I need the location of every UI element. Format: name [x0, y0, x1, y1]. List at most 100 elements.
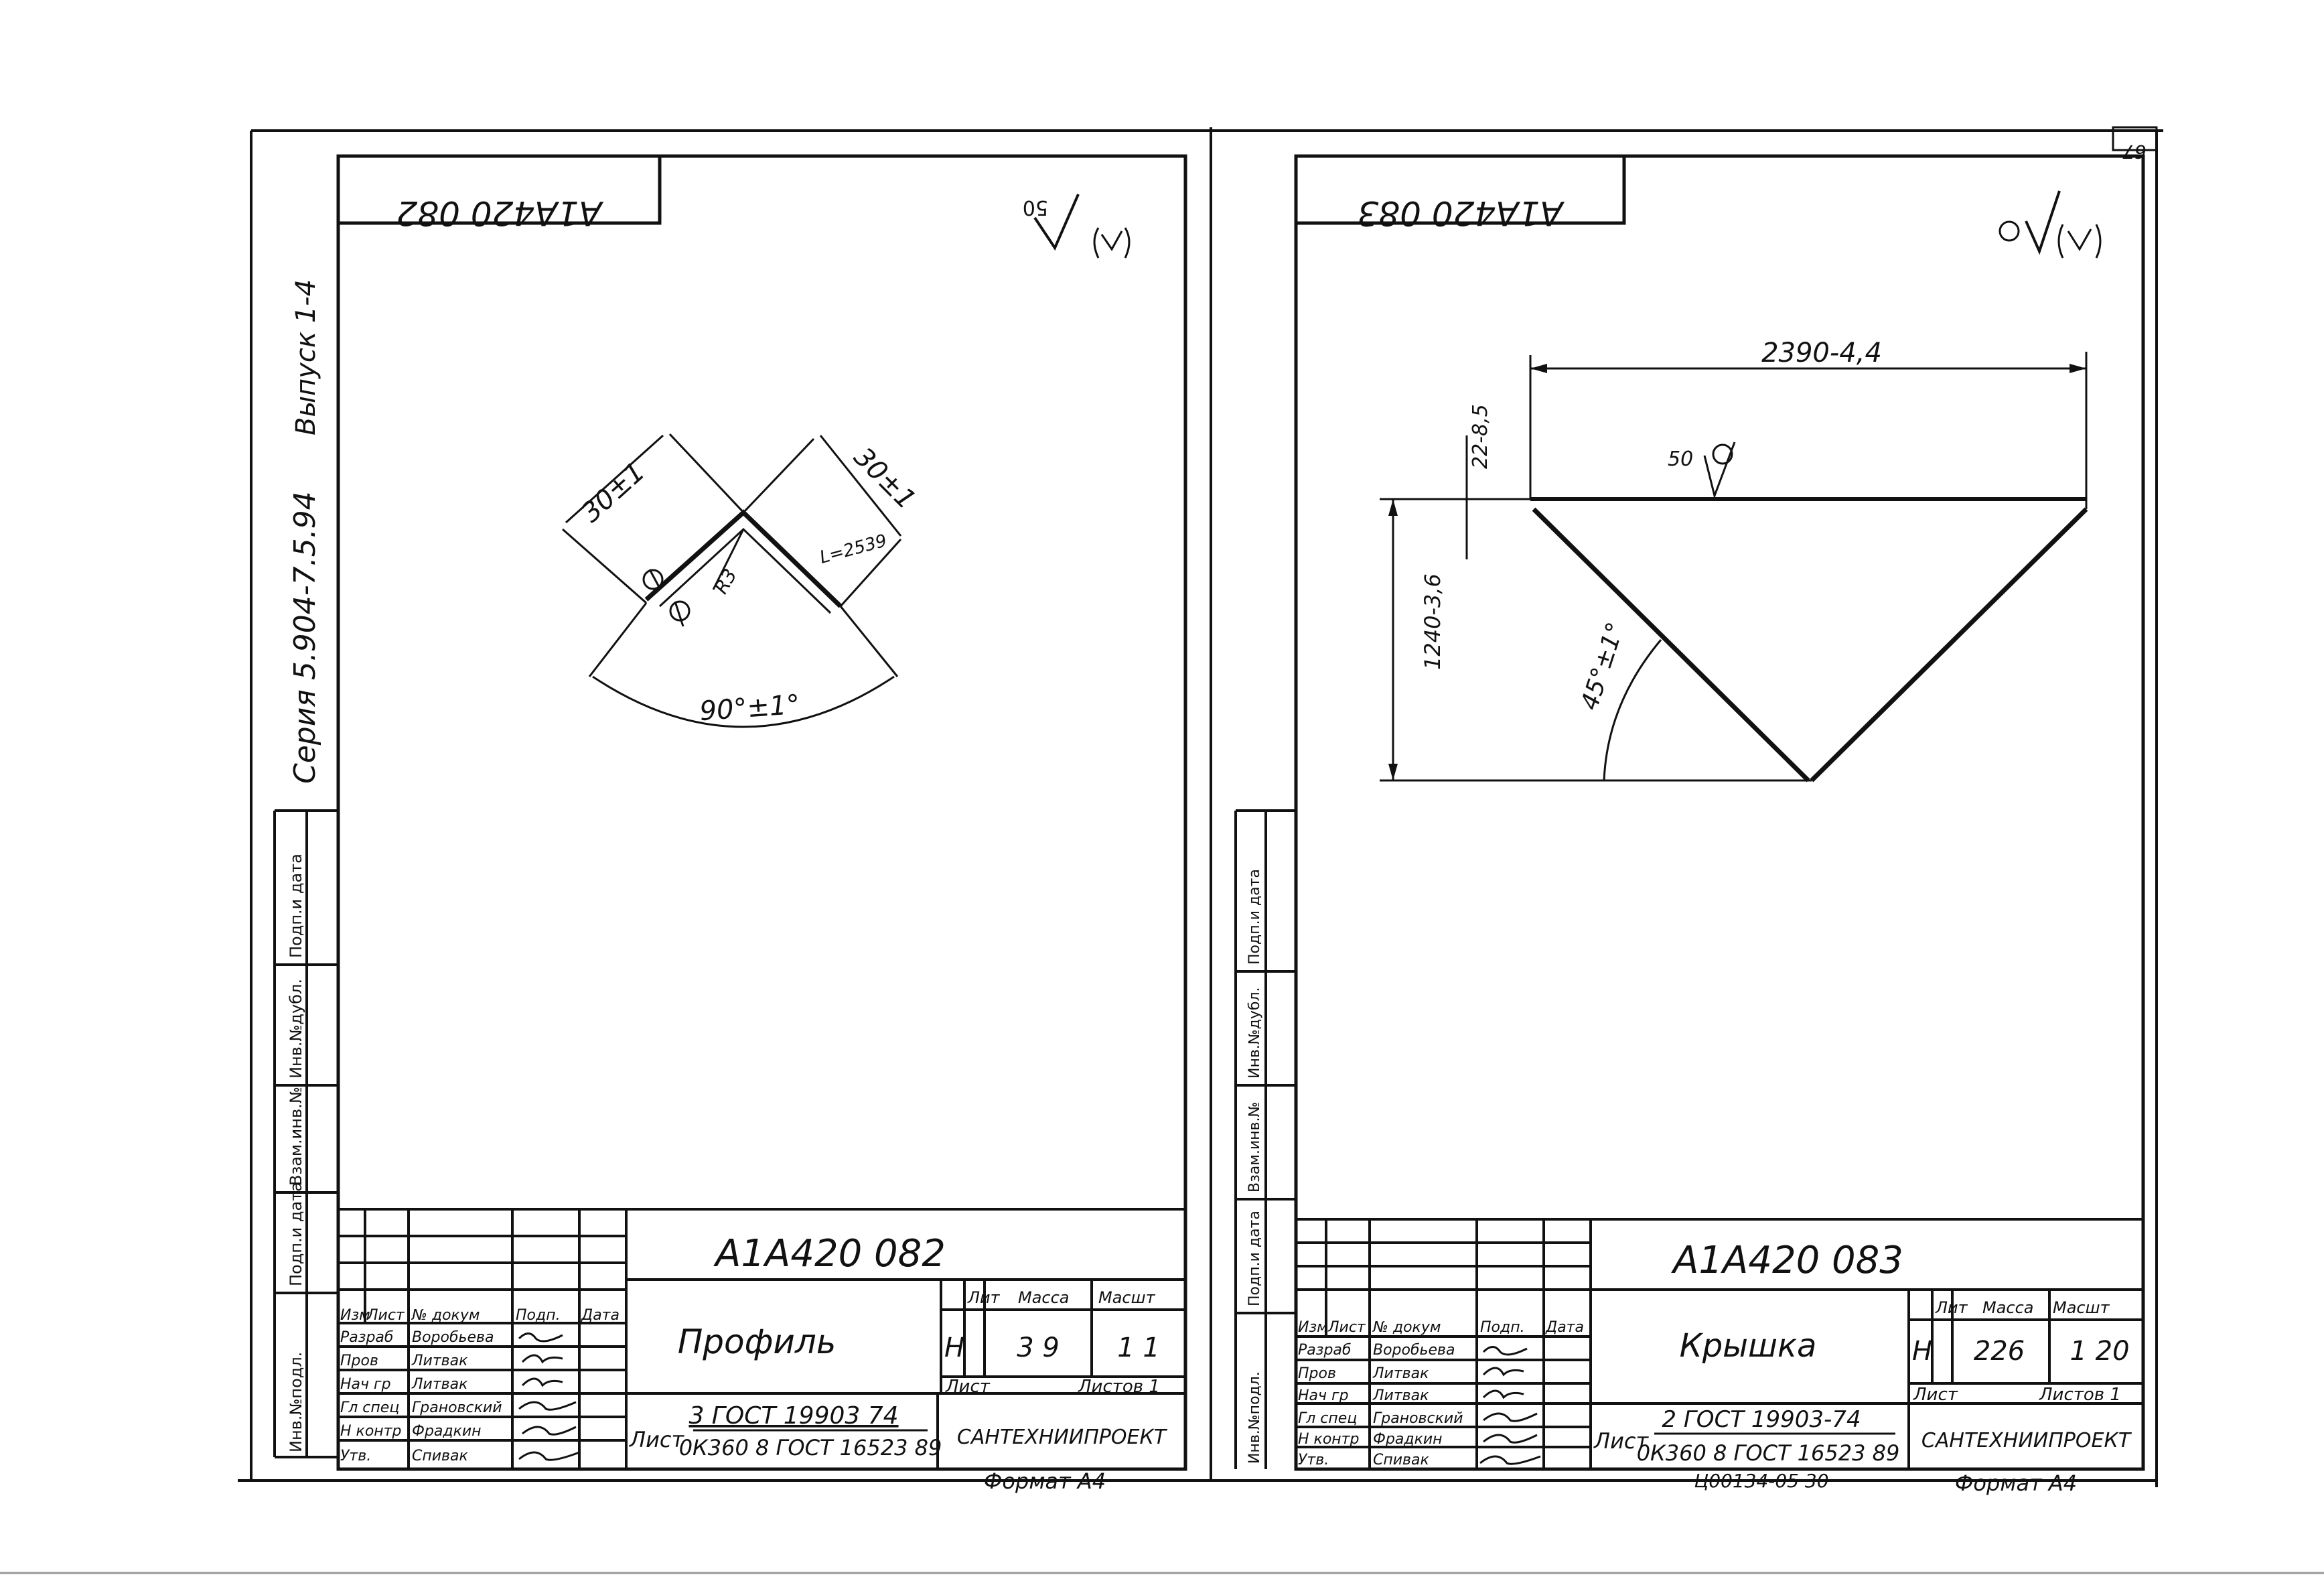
left-mass-label: Масса — [1018, 1288, 1070, 1307]
left-hdr-sign: Подп. — [516, 1307, 561, 1324]
left-hdr-izm: Изм — [340, 1307, 370, 1324]
dim-height: 1240-3,6 — [1420, 573, 1445, 670]
left-person-4: Грановский — [412, 1399, 502, 1416]
right-roughness-value: 50 — [1668, 448, 1693, 471]
left-side-label-1: Инв.№подл. — [287, 1352, 305, 1452]
left-signatures — [518, 1332, 580, 1461]
right-sheet: А1А420 083 Подп.и дата Инв.№дубл. Взам.и… — [1234, 154, 2145, 1496]
right-role-3: Нач гр — [1298, 1387, 1349, 1404]
right-person-5: Фрадкин — [1373, 1431, 1443, 1448]
left-role-4: Гл спец — [340, 1399, 399, 1416]
right-lit-value: Н — [1912, 1336, 1932, 1367]
left-mass-value: 3 9 — [1017, 1332, 1060, 1363]
cover-drawing: 2390-4,4 22-8,5 1240-3,6 50 45°±1° — [1380, 338, 2088, 782]
right-role-2: Пров — [1298, 1365, 1336, 1382]
left-org: САНТЕХНИИПРОЕКТ — [957, 1426, 1168, 1449]
left-role-2: Пров — [340, 1353, 378, 1369]
left-role-5: Н контр — [340, 1423, 401, 1440]
right-side-label-2: Подп.и дата — [1246, 1211, 1263, 1306]
right-hdr-izm: Изм — [1298, 1319, 1328, 1336]
angle-profile-drawing: 30±1 30±1 L=2539 R3 90°±1° — [562, 433, 922, 728]
right-person-6: Спивак — [1373, 1452, 1429, 1468]
left-roughness-value: 50 — [1023, 196, 1048, 219]
dim-leg-1: 30±1 — [576, 456, 651, 529]
right-role-4: Гл спец — [1298, 1410, 1357, 1427]
right-material-line1: 2 ГОСТ 19903-74 — [1662, 1406, 1861, 1433]
left-part-name: Профиль — [678, 1322, 837, 1361]
right-designation: А1А420 083 — [1671, 1239, 1903, 1282]
dim-angle-45: 45°±1° — [1576, 619, 1630, 713]
right-person-2: Литвак — [1372, 1365, 1429, 1382]
left-role-6: Утв. — [340, 1448, 371, 1464]
right-roughness-top — [1999, 190, 2102, 259]
left-material-line2: 0К360 8 ГОСТ 16523 89 — [679, 1435, 942, 1460]
left-material-line1: 3 ГОСТ 19903 74 — [688, 1402, 898, 1430]
left-roughness-mark: 50 — [1023, 194, 1131, 259]
left-side-label-5: Подп.и дата — [287, 853, 305, 958]
left-title-block-frame — [338, 1208, 1185, 1469]
right-hdr-sign: Подп. — [1480, 1319, 1525, 1336]
left-person-3: Литвак — [411, 1376, 468, 1393]
left-person-5: Фрадкин — [412, 1423, 482, 1440]
dim-radius: R3 — [710, 565, 741, 598]
right-material-line2: 0К360 8 ГОСТ 16523 89 — [1637, 1440, 1900, 1466]
left-hdr-list: Лист — [366, 1307, 405, 1324]
right-mass-value: 226 — [1974, 1336, 2025, 1367]
dim-leg-2: 30±1 — [848, 441, 922, 515]
left-side-label-3: Взам.инв.№ — [287, 1087, 305, 1186]
right-list-label: Лист — [1593, 1428, 1649, 1454]
left-lit-value: Н — [944, 1332, 964, 1363]
right-side-label-1: Инв.№подл. — [1246, 1371, 1263, 1464]
issue-label: Выпуск 1-4 — [291, 279, 321, 435]
outer-frame — [238, 127, 2163, 1487]
left-format: Формат А4 — [984, 1468, 1106, 1494]
right-signatures — [1479, 1346, 1541, 1465]
right-part-name: Крышка — [1680, 1327, 1817, 1365]
left-side-label-4: Инв.№дубл. — [287, 979, 305, 1079]
left-person-2: Литвак — [411, 1353, 468, 1369]
left-side-label-2: Подп.и дата — [287, 1182, 305, 1286]
series-label: Серия 5.904-7.5.94 — [288, 491, 322, 784]
right-mass-label: Масса — [1982, 1298, 2034, 1317]
left-side-strip — [273, 809, 338, 1458]
left-role-3: Нач гр — [340, 1376, 391, 1393]
left-code-flipped: А1А420 082 — [396, 194, 604, 232]
right-stamp: Ц00134-05 30 — [1694, 1470, 1828, 1492]
left-hdr-doc: № докум — [411, 1307, 480, 1324]
left-sheets-label: Листов 1 — [1078, 1377, 1160, 1397]
right-scale-value: 1 20 — [2069, 1336, 2129, 1367]
right-person-3: Литвак — [1372, 1387, 1429, 1404]
left-scale-label: Масшт — [1098, 1288, 1156, 1307]
right-role-1: Разраб — [1298, 1342, 1351, 1359]
right-role-5: Н контр — [1298, 1431, 1359, 1448]
dim-width: 2390-4,4 — [1761, 338, 1882, 368]
left-person-6: Спивак — [412, 1448, 468, 1464]
left-sheet: А1А420 082 50 Серия 5.904-7.5.94 Выпуск … — [273, 154, 1187, 1494]
right-side-label-4: Инв.№дубл. — [1246, 987, 1263, 1079]
left-sheet-label: Лист — [945, 1377, 991, 1397]
right-format: Формат А4 — [1955, 1470, 2077, 1496]
left-role-1: Разраб — [340, 1329, 393, 1346]
left-person-1: Воробьева — [412, 1329, 494, 1346]
right-title-block-frame — [1296, 1218, 2143, 1469]
left-lit-label: Лит — [967, 1288, 1001, 1307]
right-person-1: Воробьева — [1373, 1342, 1455, 1359]
right-side-label-5: Подп.и дата — [1246, 869, 1263, 965]
left-hdr-date: Дата — [581, 1307, 620, 1324]
dim-thickness: 22-8,5 — [1469, 404, 1492, 469]
dim-length: L=2539 — [818, 531, 889, 567]
right-person-4: Грановский — [1373, 1410, 1463, 1427]
dim-angle: 90°±1° — [699, 689, 801, 727]
left-designation: А1А420 082 — [713, 1232, 946, 1276]
right-sheet-label: Лист — [1913, 1385, 1958, 1405]
right-hdr-doc: № докум — [1372, 1319, 1441, 1336]
right-lit-label: Лит — [1935, 1298, 1968, 1317]
right-code-flipped: А1А420 083 — [1358, 194, 1565, 232]
left-list-label: Лист — [629, 1427, 684, 1452]
right-org: САНТЕХНИИПРОЕКТ — [1921, 1429, 2132, 1452]
right-side-strip — [1234, 809, 1296, 1469]
left-scale-value: 1 1 — [1117, 1332, 1160, 1363]
right-hdr-date: Дата — [1545, 1319, 1584, 1336]
right-sheets-label: Листов 1 — [2039, 1385, 2121, 1405]
